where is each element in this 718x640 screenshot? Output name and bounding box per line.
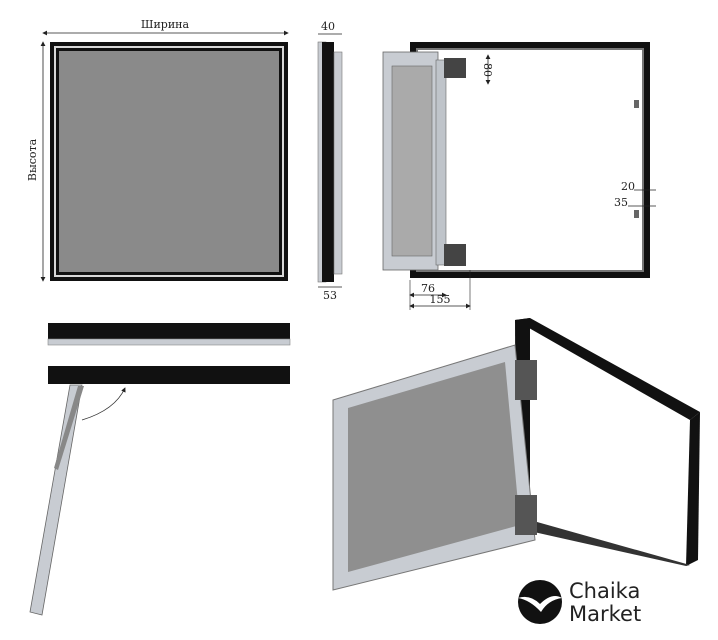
section-open — [29, 366, 290, 616]
hinge-icon — [444, 58, 466, 78]
hinge-icon — [515, 495, 537, 535]
logo-line1: Chaika — [569, 579, 640, 603]
section-closed — [47, 323, 291, 346]
height-label: Высота — [26, 138, 39, 181]
depth-bottom-label: 53 — [323, 289, 337, 302]
perspective-view — [332, 318, 700, 591]
door-panel-3d — [348, 362, 520, 572]
side-view: 40 53 — [317, 20, 343, 302]
lock-offset-1-label: 20 — [621, 180, 635, 193]
door-panel — [391, 65, 433, 257]
width-label: Ширина — [141, 18, 190, 31]
depth-top-label: 40 — [321, 20, 335, 33]
hinge-offset-label: 80 — [481, 63, 494, 77]
gypsum-panel — [59, 51, 279, 272]
hinge-icon — [444, 244, 466, 266]
lock-offset-2-label: 35 — [614, 196, 628, 209]
hinge-icon — [515, 360, 537, 400]
logo-line2: Market — [569, 602, 641, 626]
door-offset-2-label: 155 — [430, 293, 451, 306]
front-view: Ширина Высота — [26, 18, 289, 282]
open-plan-view: 80 20 35 76 155 — [382, 42, 656, 310]
chaika-market-logo: Chaika Market — [518, 579, 641, 626]
door-offset-1-label: 76 — [421, 282, 435, 295]
